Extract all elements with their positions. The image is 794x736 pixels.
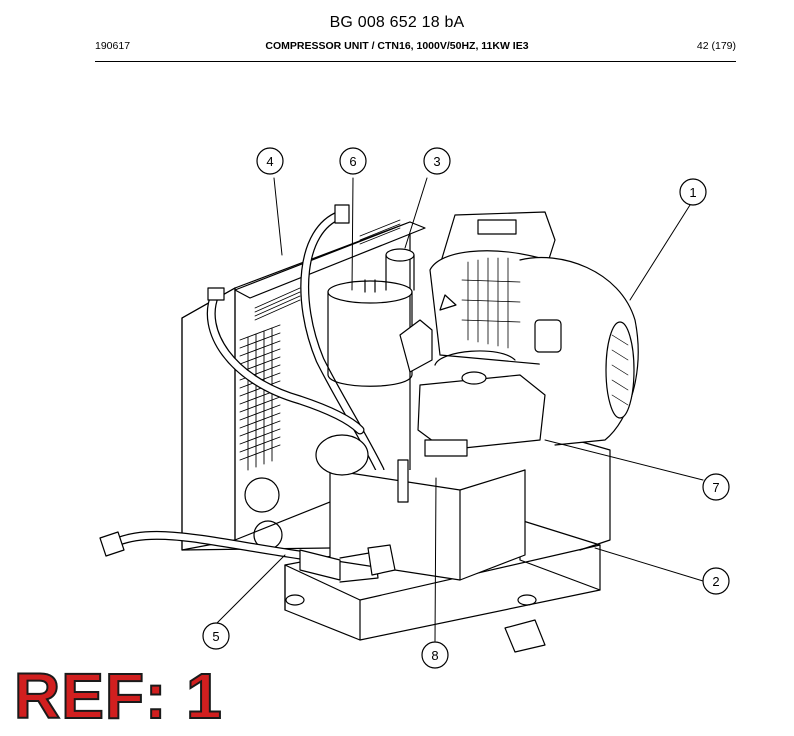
callout-6: 6 (339, 147, 367, 175)
svg-text:6: 6 (349, 154, 356, 169)
electric-motor (429, 211, 639, 446)
oil-filter (385, 248, 415, 291)
callout-circles: 1 2 3 4 5 6 7 8 (202, 147, 730, 669)
reference-label: REF: 1 (13, 660, 223, 732)
svg-text:5: 5 (212, 629, 219, 644)
callout-7: 7 (702, 473, 730, 501)
top-grille (234, 219, 426, 321)
callout-5: 5 (202, 622, 230, 650)
document-number: BG 008 652 18 bA (329, 14, 465, 31)
svg-text:3: 3 (433, 154, 440, 169)
callout-2: 2 (702, 567, 730, 595)
hoses (99, 204, 385, 560)
svg-text:8: 8 (431, 648, 438, 663)
callout-8: 8 (421, 641, 449, 669)
page-number: 42 (179) (696, 40, 736, 52)
leader-lines (216, 177, 704, 642)
document-title: COMPRESSOR UNIT / CTN16, 1000V/50HZ, 11K… (265, 40, 529, 52)
separator-tank (327, 279, 433, 387)
callout-3: 3 (423, 147, 451, 175)
date-code: 190617 (95, 40, 131, 52)
callout-4: 4 (256, 147, 284, 175)
svg-text:2: 2 (712, 574, 719, 589)
header-rule (95, 61, 736, 62)
svg-text:4: 4 (266, 154, 273, 169)
svg-text:1: 1 (689, 185, 696, 200)
callout-1: 1 (679, 178, 707, 206)
svg-text:7: 7 (712, 480, 719, 495)
inlet-fittings (299, 544, 396, 583)
